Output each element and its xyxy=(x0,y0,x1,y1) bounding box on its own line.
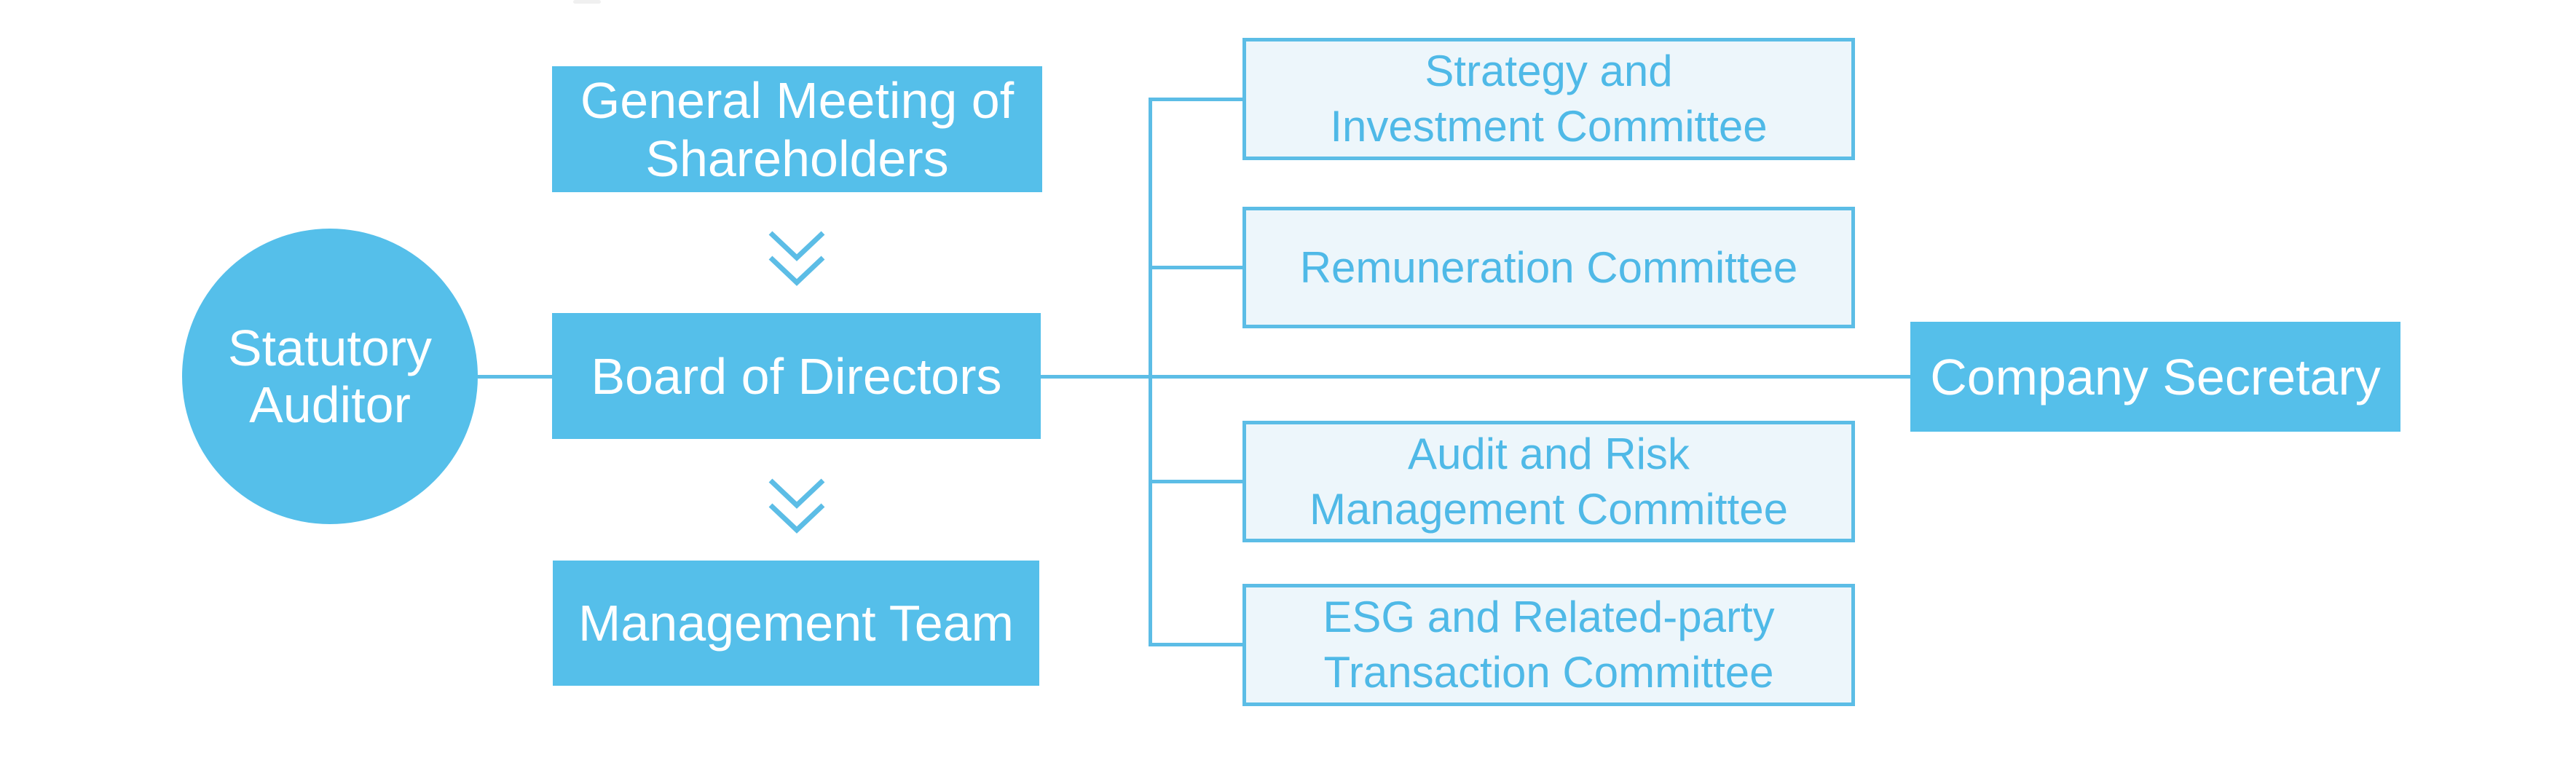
double-chevron-down-icon xyxy=(768,231,825,286)
connector-branch-strategy xyxy=(1149,98,1242,101)
connector-auditor-to-board xyxy=(478,375,552,379)
double-chevron-down-icon xyxy=(768,478,825,534)
committee-box-strategy-and-investment: Strategy and Investment Committee xyxy=(1242,38,1855,160)
committee-box-audit-and-risk-management: Audit and Risk Management Committee xyxy=(1242,421,1855,542)
general-meeting-of-shareholders-box: General Meeting of Shareholders xyxy=(552,66,1042,192)
committee-box-esg-and-related-party-transaction: ESG and Related-party Transaction Commit… xyxy=(1242,584,1855,706)
connector-committee-trunk xyxy=(1149,98,1152,646)
connector-branch-remuneration xyxy=(1149,266,1242,269)
connector-branch-esg xyxy=(1149,643,1242,646)
board-of-directors-box: Board of Directors xyxy=(552,313,1041,439)
statutory-auditor-node: Statutory Auditor xyxy=(182,229,478,524)
connector-branch-audit xyxy=(1149,480,1242,483)
company-secretary-box: Company Secretary xyxy=(1910,322,2400,432)
cropped-text-artifact xyxy=(573,0,601,4)
committee-box-remuneration: Remuneration Committee xyxy=(1242,207,1855,328)
connector-board-to-company-secretary xyxy=(1041,375,1910,379)
management-team-box: Management Team xyxy=(553,561,1039,686)
